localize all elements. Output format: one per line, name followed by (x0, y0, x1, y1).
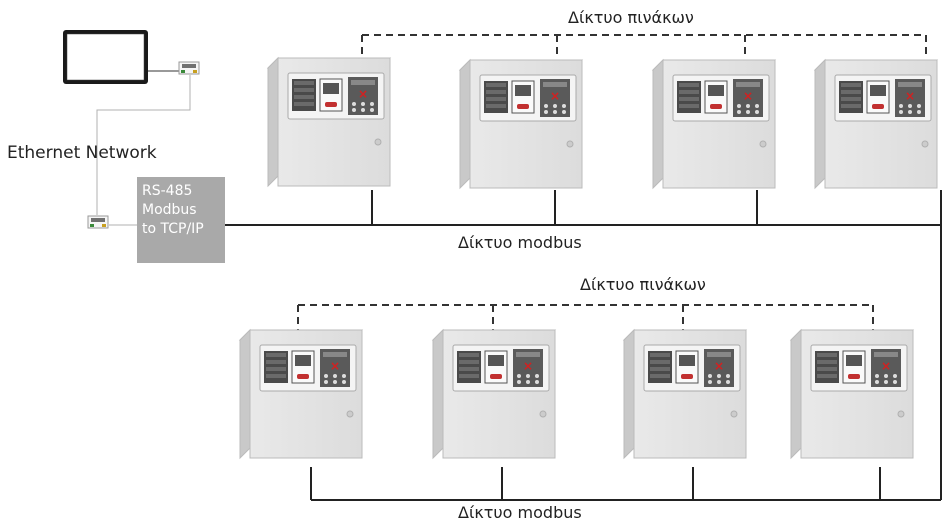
fire-panel (623, 329, 747, 459)
fire-panel (267, 57, 391, 187)
panel-network-label-bottom: Δίκτυο πινάκων (580, 275, 706, 294)
fire-panel (790, 329, 914, 459)
ethernet-network-label: Ethernet Network (7, 143, 157, 163)
fire-panel (814, 59, 938, 189)
ethernet-plug-icon (178, 61, 200, 75)
modbus-bus-bottom (310, 467, 941, 501)
modbus-network-label-bottom: Δίκτυο modbus (458, 503, 582, 522)
modbus-gateway: RS-485 Modbus to TCP/IP (137, 177, 225, 263)
gateway-line-3: to TCP/IP (142, 221, 204, 237)
panel-network-top (361, 34, 927, 58)
fire-panel (652, 59, 776, 189)
modbus-bus-top (225, 190, 942, 500)
panel-network-label-top: Δίκτυο πινάκων (568, 8, 694, 27)
gateway-line-1: RS-485 (142, 183, 193, 199)
monitor-icon (63, 30, 180, 84)
fire-panel (432, 329, 556, 459)
fire-panel (459, 59, 583, 189)
fire-panel (239, 329, 363, 459)
ethernet-plug-icon (87, 215, 109, 229)
gateway-line-2: Modbus (142, 202, 197, 218)
modbus-network-label-top: Δίκτυο modbus (458, 233, 582, 252)
panel-network-bottom (297, 304, 874, 330)
ethernet-cable (96, 75, 191, 226)
